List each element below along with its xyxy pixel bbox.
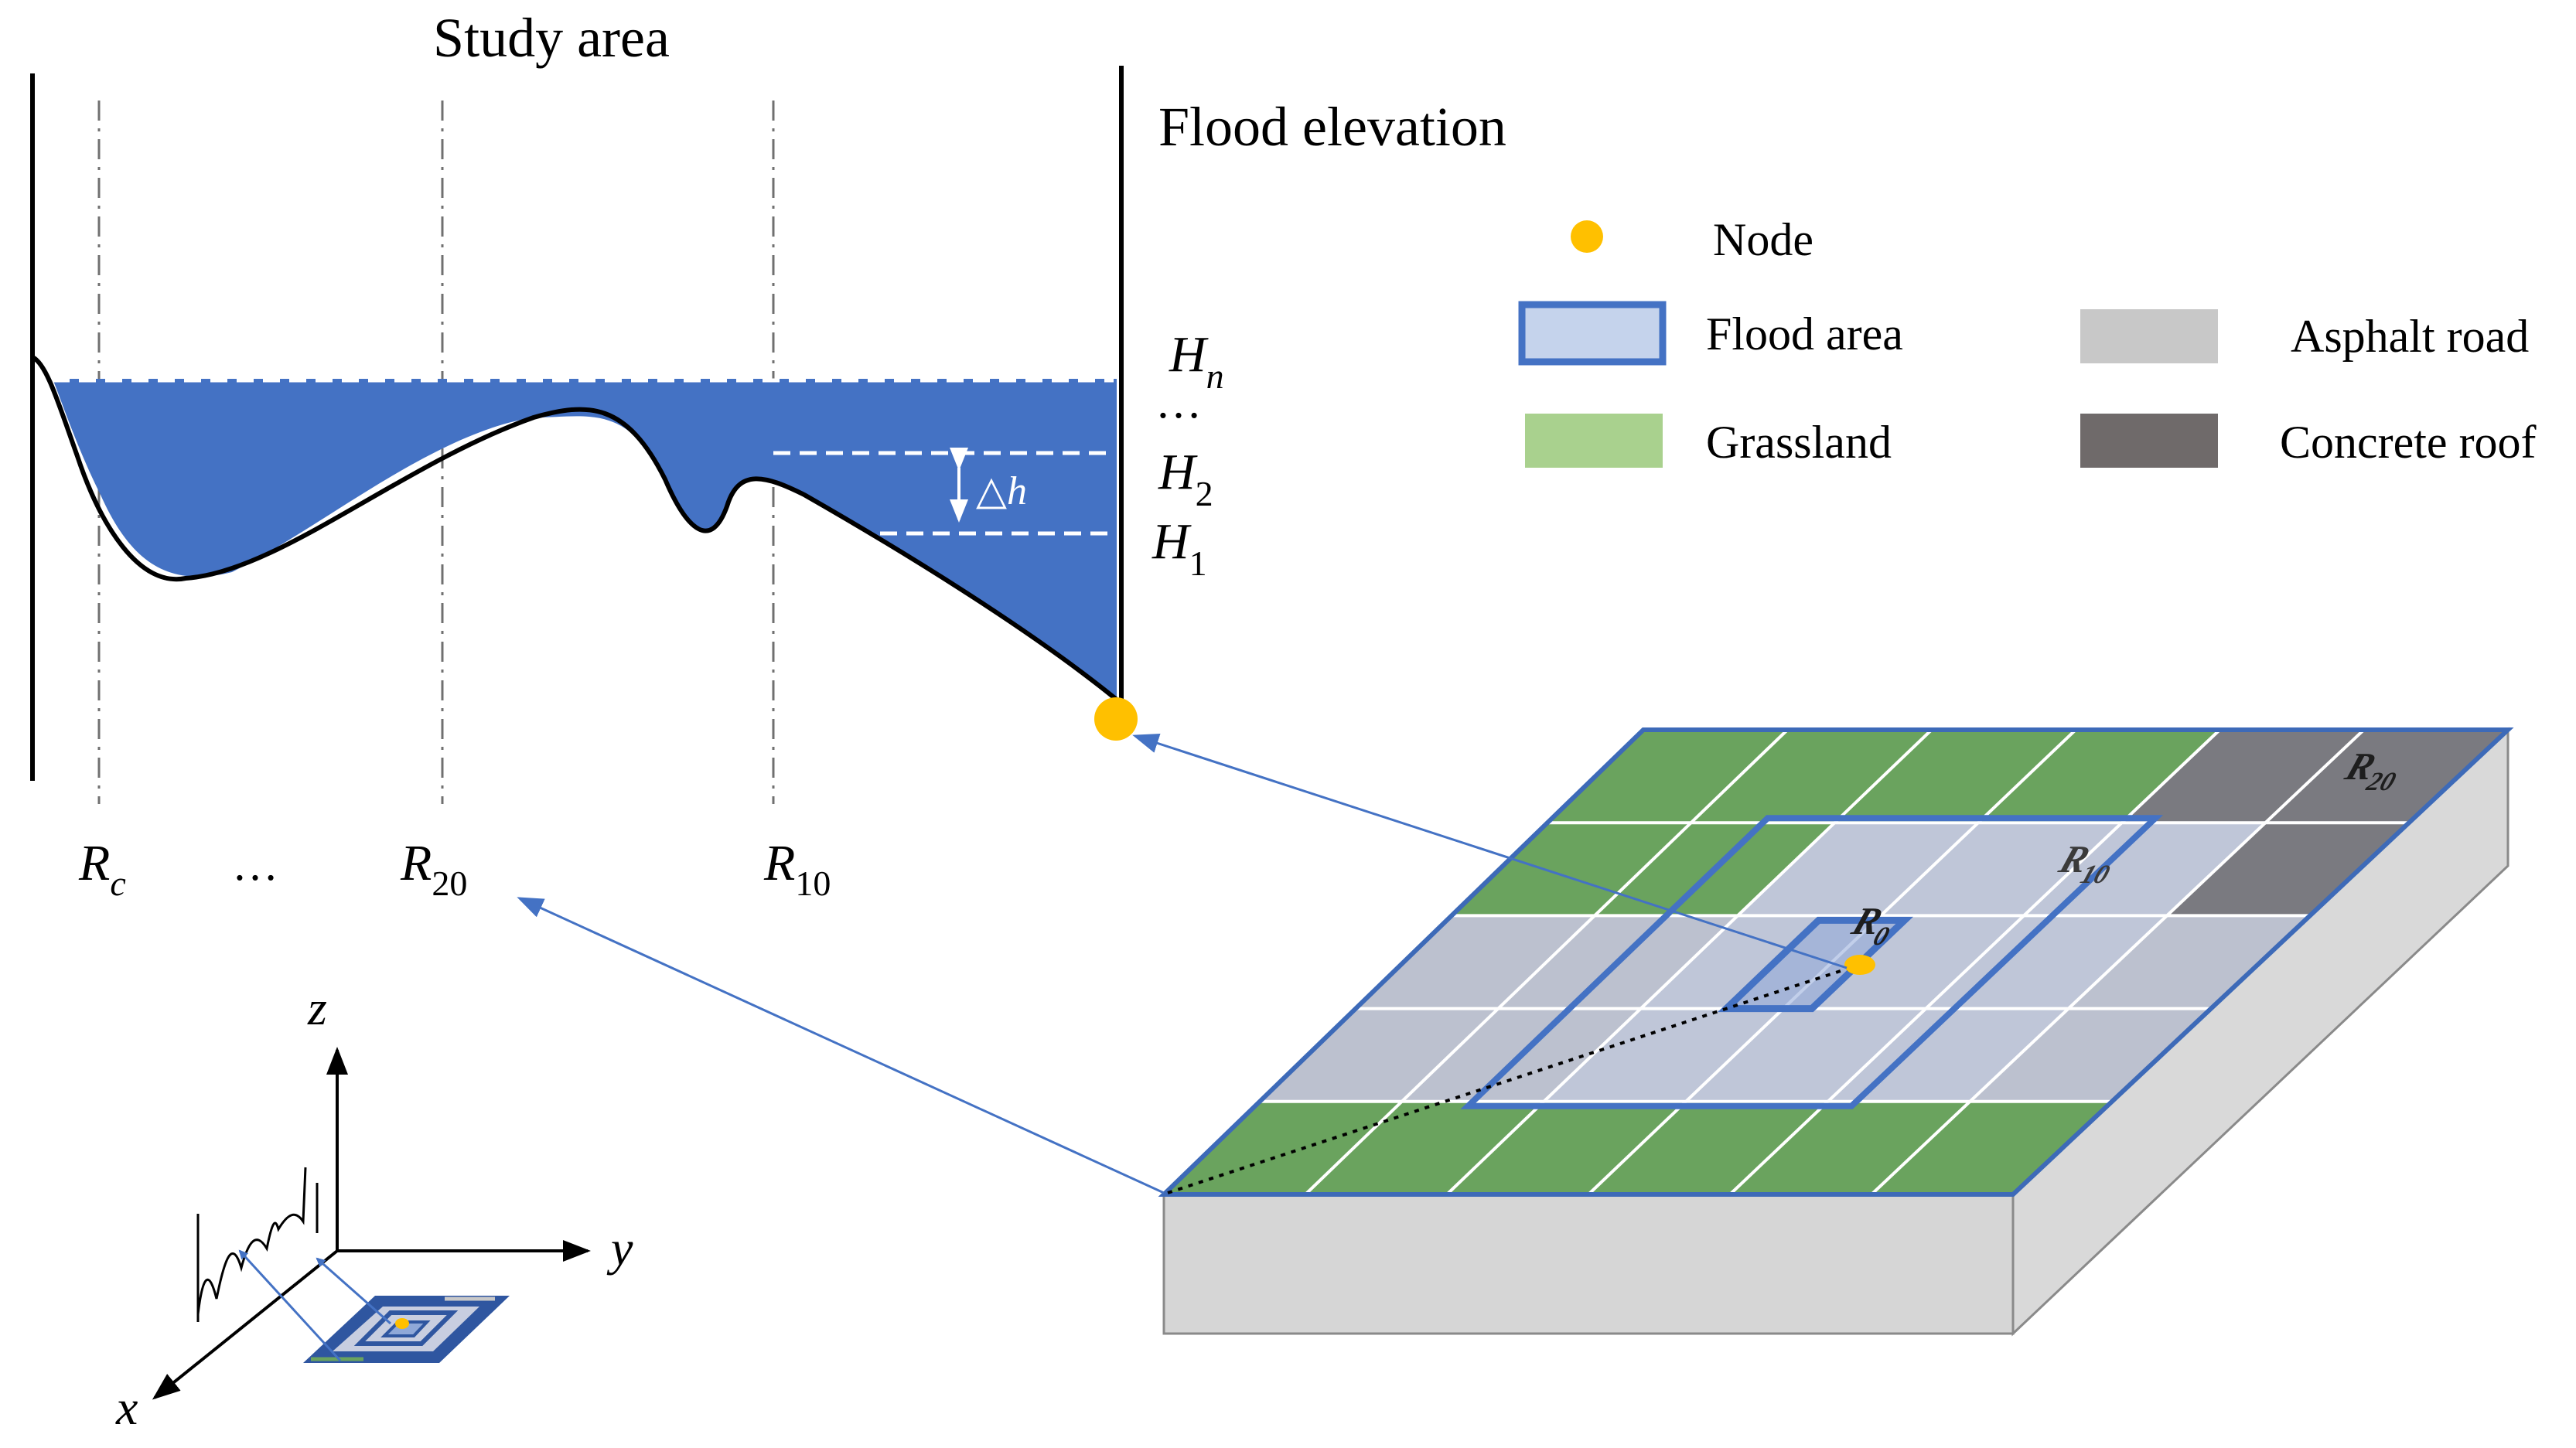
grid-cell [2068,915,2310,1009]
radius-label-rc: Rc [78,835,126,903]
grid-cell [1686,1008,1926,1102]
level-dots: … [1155,376,1202,428]
grid-cell [1588,1101,1828,1194]
grid-cell [2167,823,2409,916]
x-axis [152,1249,339,1400]
terrain-profile [31,355,1118,702]
mini-arrow-1 [238,1249,342,1362]
connector-arrow-to-r20 [517,897,1165,1194]
grid-cell [1356,915,1595,1009]
grid-cell [1260,1008,1499,1102]
level-label-h2: H2 [1158,444,1213,513]
mini-grid-core [380,1320,431,1337]
legend-grassland-icon [1525,414,1663,468]
level-label-hn: Hn [1169,326,1224,396]
connector-arrow-to-node [1132,733,1848,969]
z-axis-label: z [307,980,327,1035]
radius-dotted-line [1167,965,1855,1194]
mini-grid-node [395,1318,409,1329]
legend-flood-area-icon [1518,301,1667,366]
mini-terrain-profile [196,1167,319,1322]
y-axis-label: y [606,1221,633,1276]
legend-concrete-roof-label: Concrete roof [2280,417,2537,468]
legend-flood-area-label: Flood area [1706,308,1903,359]
legend-grassland-label: Grassland [1706,417,1892,468]
radius-dots: … [232,839,278,890]
mini-grid-inner-ring [353,1310,459,1346]
level-label-h1: H1 [1152,513,1207,583]
grid-cell [2265,730,2508,823]
legend-node-icon [1571,220,1603,253]
grid-top-outline [1158,727,2514,1197]
grid-cell [1926,915,2167,1009]
flood-ring-r10 [1460,815,2164,1109]
grid-cell [1970,1008,2211,1102]
grid-node-marker [1844,955,1875,975]
grid-cell [1834,730,2076,823]
grid-cell [1827,1008,2069,1102]
cross-section-panel: Study area △h Flood elevation Hn [30,7,1506,903]
grid-cell [2024,823,2266,916]
grid-line [1728,728,2221,1196]
grid-cell [1452,823,1691,916]
mini-grid [303,1296,510,1363]
flood-elevation-label: Flood elevation [1158,96,1506,158]
grid-lines [1260,728,2409,1196]
grid-cell [1978,730,2220,823]
grid-cell [1447,1101,1686,1194]
radius-label-r10: R10 [763,835,831,903]
grid-cell [1881,823,2122,916]
legend-asphalt-road-icon [2080,309,2218,363]
radius-label-r20: R20 [400,835,467,903]
grid-cell [1783,915,2024,1009]
grid-cell [1305,1101,1544,1194]
diagram-title: Study area [433,7,670,69]
mini-arrow-2 [316,1257,391,1325]
grid-cell [1871,1101,2112,1194]
legend: Node Flood area Grassland Asphalt road C… [1518,214,2537,468]
x-axis-label: x [115,1380,138,1435]
flood-water-area [53,379,1117,700]
grid-line [1304,728,1789,1196]
block-front-face [1162,1193,2015,1335]
grid-cell [1691,730,1932,823]
legend-concrete-roof-icon [2080,414,2218,468]
grid-cell [1730,1101,1970,1194]
grid-cell [1738,823,1978,916]
delta-h-label: △h [976,469,1027,513]
legend-node-label: Node [1713,214,1813,265]
flood-node-marker [1094,697,1138,741]
grid-block-3d: R0 R10 R20 [1158,727,2514,1337]
grid-cell [2121,730,2364,823]
water-level-lines [53,378,1114,536]
grid-cell [1164,1101,1402,1194]
grid-line [1870,728,2366,1196]
grid-cell [1547,730,1788,823]
axes-3d: z y x [115,980,633,1435]
grid-cell [1544,1008,1783,1102]
legend-asphalt-road-label: Asphalt road [2291,311,2529,362]
grid-line [1445,728,1933,1196]
